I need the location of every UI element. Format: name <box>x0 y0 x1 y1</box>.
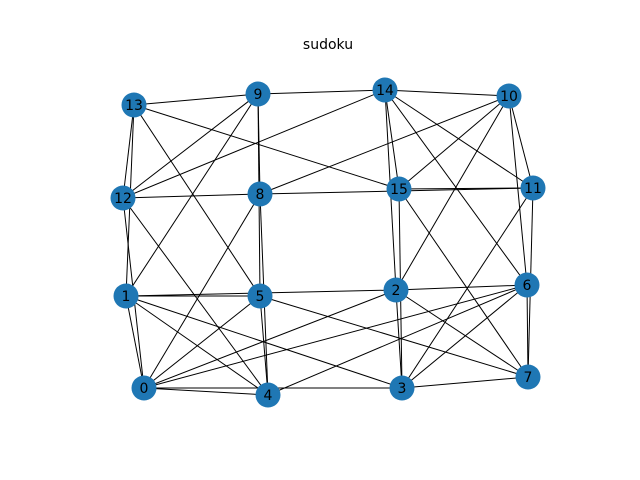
node-1: 1 <box>113 283 139 309</box>
node-4: 4 <box>255 382 281 408</box>
node-10: 10 <box>496 83 522 109</box>
node-8: 8 <box>247 181 273 207</box>
node-circle <box>121 92 147 118</box>
edge-7-15 <box>398 188 529 378</box>
node-circle <box>372 77 398 103</box>
node-label: 2 <box>392 283 401 299</box>
node-circle <box>389 375 415 401</box>
edge-6-14 <box>384 89 528 286</box>
node-label: 13 <box>125 98 143 114</box>
edge-2-10 <box>395 95 510 291</box>
node-label: 0 <box>140 381 149 397</box>
node-label: 10 <box>500 89 518 105</box>
edge-14-15 <box>384 89 400 190</box>
edge-5-7 <box>259 295 529 378</box>
node-3: 3 <box>389 375 415 401</box>
edge-2-7 <box>395 289 529 378</box>
node-circle <box>245 81 271 107</box>
edge-0-8 <box>143 193 261 389</box>
node-circle <box>514 272 540 298</box>
node-circle <box>247 283 273 309</box>
node-7: 7 <box>515 364 541 390</box>
edge-0-6 <box>143 284 528 389</box>
edge-10-11 <box>508 95 534 189</box>
edge-4-5 <box>259 295 269 396</box>
node-circle <box>496 83 522 109</box>
node-label: 1 <box>122 289 131 305</box>
node-5: 5 <box>247 283 273 309</box>
edge-8-12 <box>122 193 261 199</box>
node-15: 15 <box>386 176 412 202</box>
edge-1-9 <box>125 93 259 297</box>
node-label: 7 <box>524 370 533 386</box>
edge-9-13 <box>133 93 259 106</box>
node-label: 3 <box>398 381 407 397</box>
node-13: 13 <box>121 92 147 118</box>
node-circle <box>113 283 139 309</box>
edge-9-12 <box>122 93 259 199</box>
edge-12-14 <box>122 89 386 199</box>
node-6: 6 <box>514 272 540 298</box>
edge-1-4 <box>125 295 269 396</box>
edge-5-13 <box>133 104 261 297</box>
node-label: 14 <box>376 83 394 99</box>
node-circle <box>110 185 136 211</box>
node-label: 11 <box>524 181 542 197</box>
node-9: 9 <box>245 81 271 107</box>
node-2: 2 <box>383 277 409 303</box>
node-label: 4 <box>264 388 273 404</box>
node-circle <box>131 375 157 401</box>
edge-10-14 <box>384 89 510 97</box>
graph-edges <box>122 89 534 396</box>
node-circle <box>515 364 541 390</box>
edge-8-10 <box>259 95 510 195</box>
node-label: 5 <box>256 289 265 305</box>
edge-6-10 <box>508 95 528 286</box>
node-label: 9 <box>254 87 263 103</box>
edge-13-15 <box>133 104 400 190</box>
node-circle <box>247 181 273 207</box>
edge-0-4 <box>143 387 269 396</box>
edge-4-6 <box>267 284 528 396</box>
edge-0-2 <box>143 289 397 389</box>
edge-10-15 <box>398 95 510 190</box>
edge-8-9 <box>257 93 261 195</box>
edge-12-13 <box>122 104 135 199</box>
node-12: 12 <box>110 185 136 211</box>
edge-4-12 <box>122 197 269 396</box>
node-11: 11 <box>520 175 546 201</box>
node-label: 8 <box>256 187 265 203</box>
edge-0-5 <box>143 295 261 389</box>
node-label: 15 <box>390 182 408 198</box>
edge-11-15 <box>398 187 534 190</box>
node-label: 6 <box>523 278 532 294</box>
edge-3-6 <box>401 284 528 389</box>
edge-9-14 <box>257 89 386 95</box>
node-0: 0 <box>131 375 157 401</box>
node-14: 14 <box>372 77 398 103</box>
node-circle <box>255 382 281 408</box>
node-circle <box>386 176 412 202</box>
edge-2-6 <box>395 284 528 291</box>
edge-0-1 <box>125 295 145 389</box>
edge-11-14 <box>384 89 534 189</box>
node-label: 12 <box>114 191 132 207</box>
figure-title: sudoku <box>303 37 353 53</box>
edge-6-7 <box>526 284 529 378</box>
edge-3-7 <box>401 376 529 389</box>
node-circle <box>520 175 546 201</box>
node-circle <box>383 277 409 303</box>
